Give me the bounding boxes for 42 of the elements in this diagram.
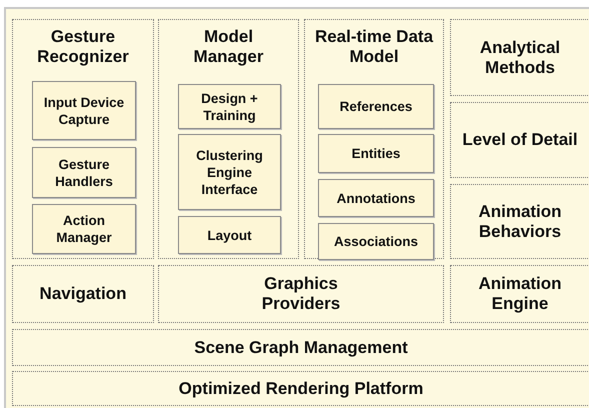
component-label: Optimized Rendering Platform bbox=[178, 378, 424, 398]
component-label: Gesture Handlers bbox=[54, 156, 114, 190]
component-box bbox=[32, 81, 136, 140]
module-panel bbox=[158, 19, 299, 259]
layer-panel bbox=[450, 184, 589, 259]
module-panel bbox=[304, 19, 444, 259]
component-label: Annotations bbox=[336, 190, 416, 206]
layer-panel bbox=[12, 265, 154, 323]
component-label: Design + Training bbox=[200, 90, 259, 124]
component-box bbox=[32, 204, 136, 254]
component-label: Input Device Capture bbox=[42, 94, 126, 128]
component-box bbox=[318, 84, 434, 129]
component-box bbox=[318, 223, 434, 260]
component-label: Clustering Engine Interface bbox=[195, 146, 264, 198]
layer-panel bbox=[12, 329, 589, 366]
layer-panel bbox=[158, 265, 444, 323]
component-box bbox=[178, 134, 281, 210]
component-label: Scene Graph Management bbox=[194, 338, 408, 358]
layer-panel bbox=[450, 265, 589, 323]
component-label: Action Manager bbox=[55, 212, 113, 246]
component-box bbox=[318, 134, 434, 173]
component-label: Navigation bbox=[40, 284, 126, 304]
component-label: Analytical Methods bbox=[478, 38, 562, 78]
component-box bbox=[178, 84, 281, 129]
panel-heading: Gesture Recognizer bbox=[36, 27, 130, 67]
component-label: Layout bbox=[207, 226, 252, 244]
layer-panel bbox=[12, 371, 589, 406]
component-label: Animation Behaviors bbox=[477, 202, 563, 242]
panel-heading: Model Manager bbox=[192, 27, 264, 67]
layer-panel bbox=[450, 102, 589, 178]
component-label: Graphics Providers bbox=[260, 274, 342, 314]
panel-heading: Real-time Data Model bbox=[314, 27, 434, 67]
component-label: References bbox=[340, 98, 412, 115]
component-label: Entities bbox=[352, 145, 400, 162]
component-label: Animation Engine bbox=[477, 274, 563, 314]
component-box bbox=[318, 179, 434, 217]
module-panel bbox=[12, 19, 154, 259]
component-label: Associations bbox=[334, 233, 418, 250]
component-label: Level of Detail bbox=[462, 130, 578, 150]
component-box bbox=[178, 216, 281, 254]
layer-panel bbox=[450, 19, 589, 96]
component-box bbox=[32, 147, 136, 198]
